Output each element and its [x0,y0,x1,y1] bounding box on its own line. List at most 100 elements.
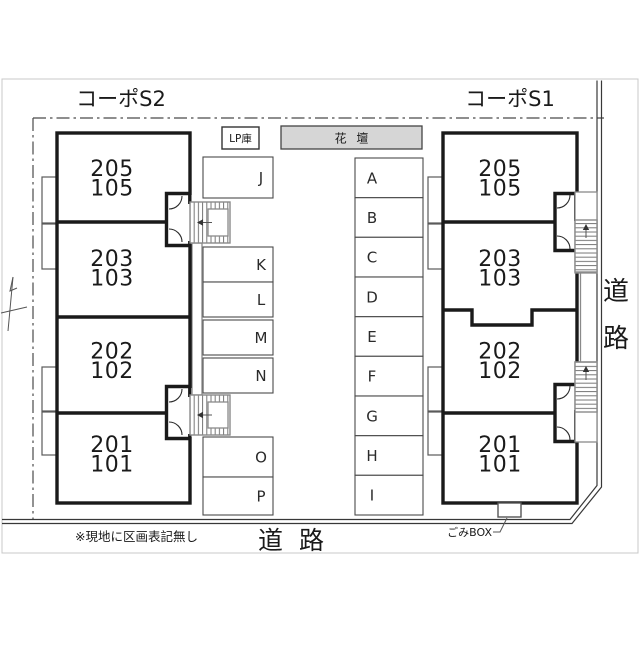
building-s2-title: コーポS2 [76,87,166,111]
stairs-s1-upper [574,191,598,274]
parking-space-m-label: M [255,329,268,347]
balcony-s2-2 [41,223,58,270]
s2-unit2-upper: 203 [90,247,134,272]
s2-entry-upper-walls [164,191,191,248]
trash-box-leader-line [493,517,508,533]
s1-unit2-lower: 103 [478,267,522,292]
stairs-s2-upper-arrowhead [197,219,203,226]
trash-box-outline [497,502,522,518]
s1-unit1-lower: 105 [478,177,522,202]
parking-space-b [354,197,424,238]
balcony-s2-3 [41,366,58,412]
parking-space-d [354,276,424,318]
boundary-line-road-outer [2,80,603,525]
stairs-s1-lower [574,361,598,443]
road-label-east-2: 路 [603,324,629,354]
parking-space-m [202,319,274,356]
s2-unit4-lower: 101 [90,453,134,478]
door-arc-s2-lower-top [168,388,183,403]
balcony-s1-4 [427,411,444,456]
door-arc-s1-lower-top [556,385,571,400]
door-arcs [168,194,571,441]
s1-entry-lower-floor [556,386,579,440]
parking-space-g [354,395,424,437]
parking-space-l [202,281,274,318]
road-label-east-1: 道 [603,277,629,307]
stairs-s1-upper-arrowhead [582,224,590,230]
door-arc-s1-upper-bottom [556,235,571,250]
parking-space-f-label: F [368,368,377,386]
building-s2 [41,131,192,505]
parking-space-g-label: G [366,407,378,425]
s2-unit3-upper: 202 [90,340,134,365]
parking-space-p-label: P [256,488,265,506]
parking-space-d-label: D [366,288,378,306]
plot-boundary [2,80,604,525]
building-s1-title: コーポS1 [465,87,555,111]
trash-box: ごみBOX [447,502,522,539]
parking-space-c-label: C [367,249,377,267]
parking-space-a [354,157,424,199]
parking-space-p [202,476,274,516]
balcony-s1-3 [427,366,444,412]
parking-space-b-label: B [367,209,377,227]
parking-space-k [202,246,274,283]
s1-unit3-lower: 102 [478,359,522,384]
lp-storage-label: LP庫 [229,132,252,145]
parking-column-west: J K L M N O P [202,156,274,516]
s2-entry-lower-walls [164,384,191,441]
parking-space-h [354,435,424,476]
flower-bed: 花 壇 [280,125,423,150]
parking-space-i-label: I [370,487,374,505]
stairs-s2-lower [189,394,231,436]
stairs-s2-upper [189,201,231,244]
survey-marker-icon [0,276,28,332]
parking-space-o [202,436,274,478]
parking-column-center: A B C D E F G H I [354,157,424,516]
door-arc-s2-upper-top [168,195,183,210]
s1-unit4-lower: 101 [478,453,522,478]
parking-space-c [354,236,424,278]
s2-unit2-lower: 103 [90,267,134,292]
survey-marker-flag [9,276,18,292]
parking-space-j-label: J [258,169,263,187]
parking-space-i [354,474,424,516]
building-s1-unit-labels: 205 105 203 103 202 102 201 101 [478,157,522,478]
parking-space-e [354,316,424,357]
parking-space-f [354,355,424,397]
parking-space-h-label: H [366,447,377,465]
road-label-south: 道 路 [258,526,328,555]
balcony-s1-2 [427,223,444,270]
s1-unit-divider-notched [443,308,577,327]
s2-unit1-upper: 205 [90,157,134,182]
parking-space-a-label: A [367,169,378,187]
parking-space-l-label: L [257,291,266,309]
trash-box-label: ごみBOX [447,525,492,539]
s1-unit3-upper: 202 [478,340,522,365]
building-s2-unit-labels: 205 105 203 103 202 102 201 101 [90,157,134,478]
s2-unit3-lower: 102 [90,359,134,384]
door-arc-s1-lower-bottom [556,426,571,441]
stairs-s2-lower-arrowhead [197,411,203,419]
parking-space-j [202,156,274,199]
parking-space-n [202,357,274,394]
s1-entry-upper-walls [553,191,578,253]
stairs-s1-lower-treads [574,361,598,413]
door-arc-s2-upper-bottom [168,228,183,243]
balcony-s2-1 [41,176,58,224]
s1-entry-upper-floor [556,195,579,249]
parking-space-k-label: K [256,256,267,274]
survey-marker-shaft [7,276,14,332]
s1-unit4-upper: 201 [478,433,522,458]
lp-storage: LP庫 [221,126,260,150]
survey-marker-cross [0,306,28,314]
site-note: ※現地に区画表記無し [75,529,198,544]
balcony-s2-4 [41,411,58,456]
s2-unit4-upper: 201 [90,433,134,458]
balcony-s1-1 [427,176,444,224]
walkway-strip-s2 [191,242,203,396]
parking-space-n-label: N [255,367,266,385]
door-arc-s1-upper-top [556,194,571,209]
